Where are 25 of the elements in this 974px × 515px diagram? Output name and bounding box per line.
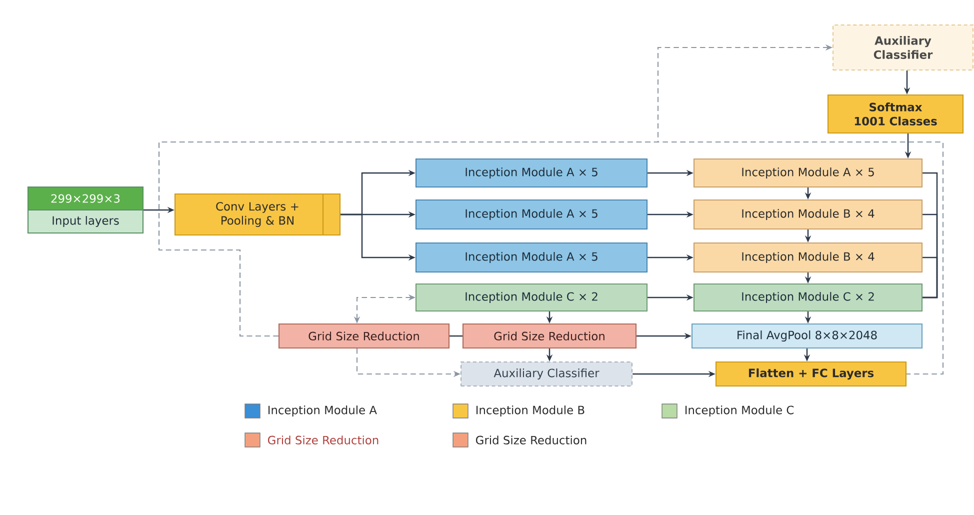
flatten-box: Flatten + FC Layers — [715, 361, 907, 387]
legend-label: Inception Module A — [268, 405, 377, 417]
legend-label: Inception Module B — [476, 405, 584, 417]
reduction-box: Grid Size Reduction — [462, 323, 637, 349]
conv-box: Conv Layers + Pooling & BN — [174, 193, 341, 236]
classifier-box: Auxiliary Classifier — [832, 24, 974, 71]
connector-line — [922, 256, 938, 298]
reduction-box: Grid Size Reduction — [278, 323, 450, 349]
module-box: Inception Module B × 4 — [693, 242, 923, 273]
classifier-box: Auxiliary Classifier — [460, 361, 633, 387]
module-box: Inception Module A × 5 — [693, 158, 923, 188]
input-box: 299×299×3 Input layers — [27, 186, 144, 234]
module-box: Inception Module A × 5 — [415, 242, 648, 273]
module-box: Inception Module C × 2 — [415, 283, 648, 312]
module-box: Inception Module C × 2 — [693, 283, 923, 312]
pool-box: Final AvgPool 8×8×2048 — [691, 323, 923, 349]
module-box: Inception Module B × 4 — [693, 199, 923, 230]
module-box: Inception Module A × 5 — [415, 158, 648, 188]
legend-label: Inception Module C — [685, 405, 794, 417]
legend-label: Grid Size Reduction — [476, 436, 586, 444]
connector-line — [450, 335, 462, 337]
legend-label: Grid Size Reduction — [268, 436, 378, 444]
softmax-box: Softmax 1001 Classes — [827, 94, 964, 134]
connector-line — [158, 141, 944, 375]
module-box: Inception Module A × 5 — [415, 199, 648, 230]
